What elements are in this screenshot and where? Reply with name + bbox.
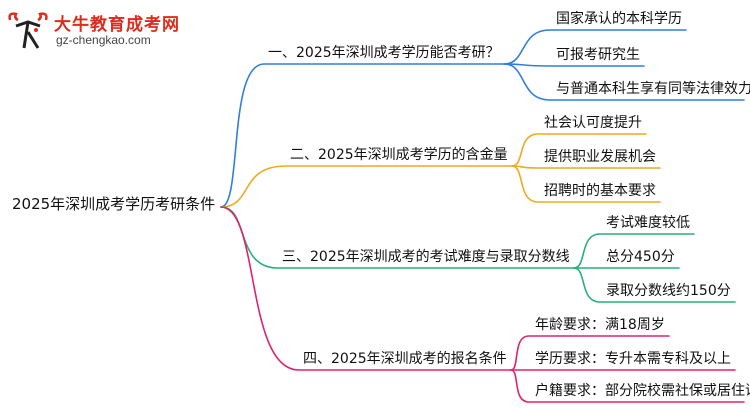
branch-1-label: 一、2025年深圳成考学历能否考研？: [268, 45, 500, 61]
leaf-1-1: 国家承认的本科学历: [556, 11, 682, 27]
edge-branch-2-leaf-2: [511, 165, 661, 169]
leaf-2-3: 招聘时的基本要求: [544, 183, 656, 199]
site-logo: 大牛教育成考网 gz-chengkao.com: [6, 8, 179, 52]
leaf-2-2: 提供职业发展机会: [544, 149, 656, 165]
leaf-3-1: 考试难度较低: [606, 215, 690, 231]
branch-3-label: 三、2025年深圳成考的考试难度与录取分数线: [282, 249, 570, 265]
edge-root-branch-1: [220, 63, 505, 208]
leaf-3-2: 总分450分: [606, 249, 675, 265]
edge-branch-1-leaf-3: [503, 63, 745, 101]
edge-root-branch-2: [220, 165, 513, 208]
edge-branch-4-leaf-1: [510, 335, 670, 371]
edge-branch-4-leaf-3: [510, 369, 745, 403]
logo-url: gz-chengkao.com: [56, 33, 151, 47]
leaf-2-1: 社会认可度提升: [544, 115, 642, 131]
leaf-1-2: 可报考研究生: [556, 47, 640, 63]
edge-branch-3-leaf-3: [573, 267, 736, 303]
leaf-4-3: 户籍要求：部分院校需社保或居住证明: [535, 383, 750, 399]
edge-branch-2-leaf-1: [511, 133, 647, 167]
edge-branch-1-leaf-1: [503, 29, 687, 65]
logo-name: 大牛教育成考网: [54, 15, 180, 35]
branch-4-label: 四、2025年深圳成考的报名条件: [303, 351, 507, 367]
leaf-3-3: 录取分数线约150分: [606, 283, 731, 299]
edge-root-branch-4: [220, 206, 512, 371]
leaf-4-1: 年龄要求：满18周岁: [535, 317, 665, 333]
branch-2-label: 二、2025年深圳成考学历的含金量: [290, 147, 508, 163]
bull-logo-icon: [8, 12, 48, 49]
leaf-4-2: 学历要求：专升本需专科及以上: [535, 351, 731, 367]
leaf-1-3: 与普通本科生享有同等法律效力: [556, 81, 750, 97]
root-node: 2025年深圳成考学历考研条件: [12, 195, 216, 213]
edge-branch-1-leaf-2: [503, 63, 645, 67]
edge-branch-2-leaf-3: [511, 165, 661, 203]
edge-branch-3-leaf-1: [573, 233, 695, 269]
